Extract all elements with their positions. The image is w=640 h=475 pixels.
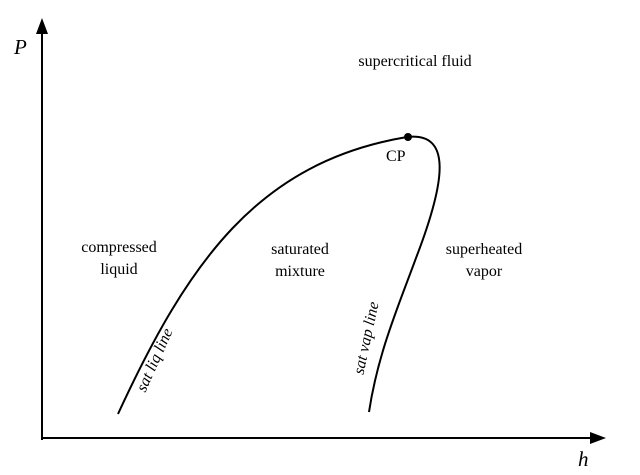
compressed-liquid-label-line2: liquid (100, 261, 137, 278)
supercritical-fluid-label: supercritical fluid (358, 53, 471, 70)
sat-liq-line-label: sat liq line (133, 326, 176, 395)
x-axis-arrowhead (590, 432, 606, 444)
compressed-liquid-label-line1: compressed (81, 239, 157, 256)
superheated-vapor-label-line1: superheated (446, 241, 522, 258)
saturated-vapor-line (368, 135, 441, 413)
critical-point-label: CP (386, 148, 406, 165)
y-axis-arrowhead (36, 18, 48, 34)
superheated-vapor-label-line2: vapor (466, 263, 503, 280)
sat-vap-line-label: sat vap line (351, 300, 383, 376)
critical-point-marker (404, 133, 412, 141)
saturated-mixture-label-line2: mixture (275, 263, 325, 280)
saturated-mixture-label-line1: saturated (271, 241, 329, 258)
x-axis-label: h (578, 447, 589, 471)
saturated-liquid-line (117, 136, 408, 415)
y-axis-label: P (13, 35, 27, 59)
